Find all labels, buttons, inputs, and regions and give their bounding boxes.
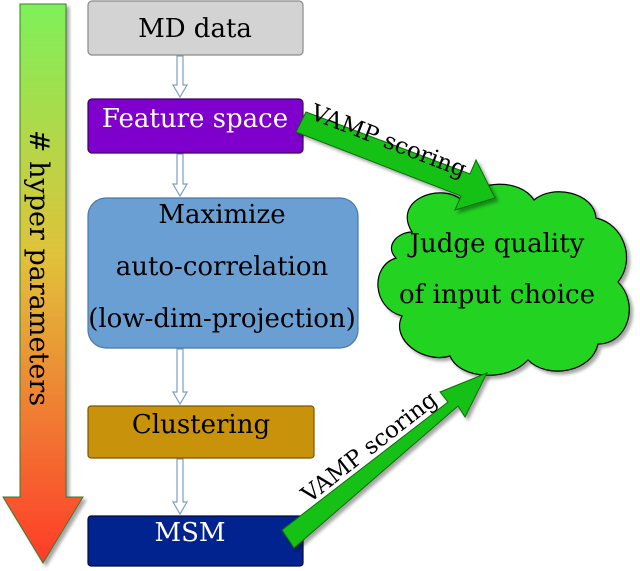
hyper-parameters-label: # hyper parameters (23, 130, 54, 406)
arrow-feature-to-maximize (171, 153, 189, 198)
maximize-label-line1: Maximize (158, 200, 285, 230)
hyper-parameters-arrow (2, 3, 84, 564)
md-data-label: MD data (138, 14, 252, 44)
vamp-scoring-arrow-lower (281, 372, 489, 549)
feature-space-label: Feature space (102, 104, 288, 134)
md-data-box (87, 0, 304, 56)
maximize-label-line3: (low-dim-projection) (88, 304, 356, 334)
maximize-label-line2: auto-correlation (116, 252, 329, 282)
connector-arrows (171, 55, 189, 516)
arrow-clustering-to-msm (171, 458, 189, 516)
clustering-box (87, 405, 315, 459)
cloud-label-line2: of input choice (399, 280, 595, 310)
msm-box (87, 515, 304, 567)
cloud-label-line1: Judge quality (407, 229, 585, 259)
msm-label: MSM (154, 518, 225, 548)
arrow-maximize-to-clustering (171, 348, 189, 406)
vamp-scoring-arrow-upper (295, 111, 496, 211)
maximize-box (87, 197, 359, 349)
arrow-md-to-feature (171, 55, 189, 99)
judge-quality-cloud (377, 183, 630, 376)
vamp-scoring-label-lower: VAMP scoring (296, 386, 443, 508)
clustering-label: Clustering (132, 410, 270, 440)
